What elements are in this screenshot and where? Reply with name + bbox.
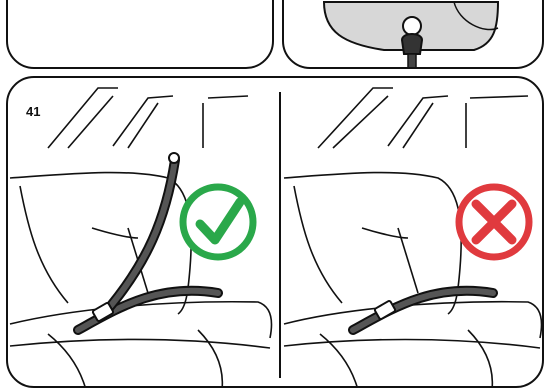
child-seat-base-illustration (284, 0, 544, 69)
incorrect-belt-illustration (8, 78, 544, 388)
cross-icon (459, 187, 529, 257)
instruction-panel: 41 (6, 76, 544, 388)
top-left-panel (6, 0, 274, 69)
top-right-panel (282, 0, 544, 69)
